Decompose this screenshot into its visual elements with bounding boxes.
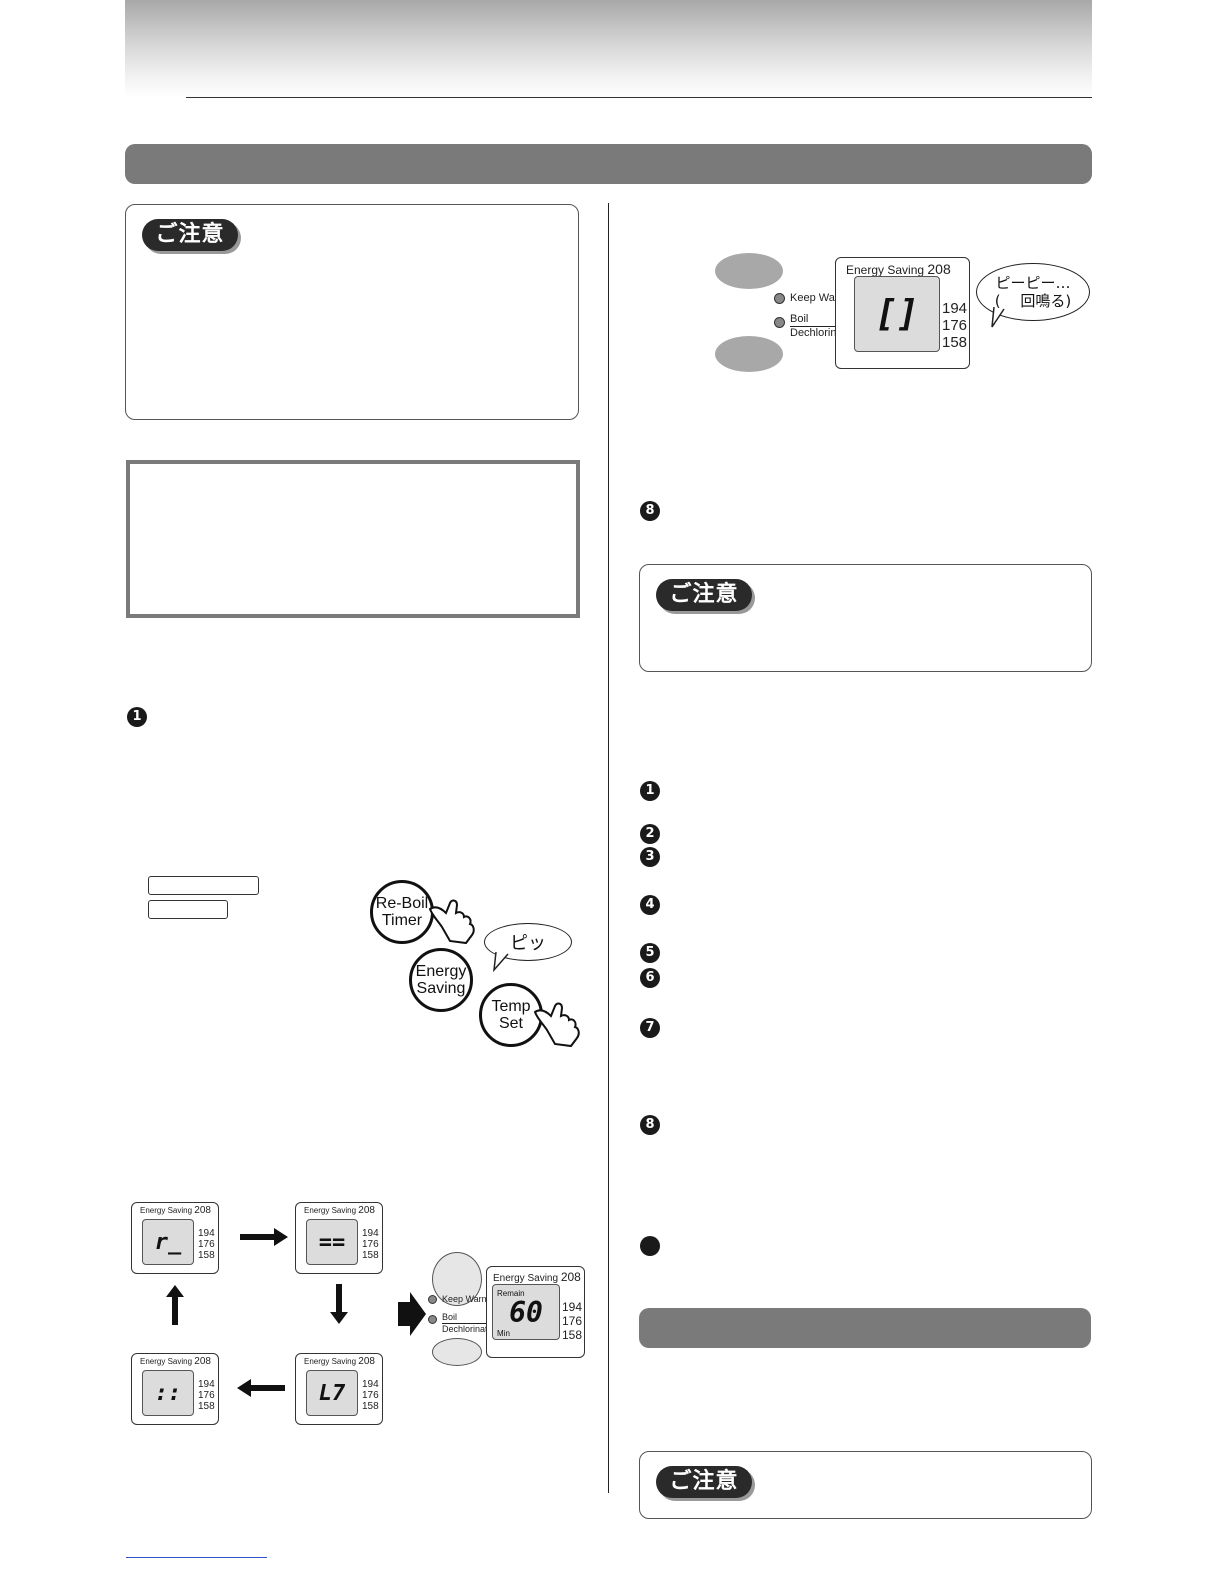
min-label: Min — [497, 1329, 510, 1338]
step-number-1: 1 — [127, 707, 147, 727]
section-heading-bar — [125, 144, 1092, 184]
speech-tail — [991, 307, 1005, 328]
timer-label: Timer — [381, 912, 423, 929]
lcd-screen: [] — [854, 276, 940, 352]
arrow-left-icon — [237, 1379, 285, 1397]
lcd-screen: :: — [142, 1370, 194, 1416]
step-number-1: 1 — [640, 781, 660, 801]
step-number-3: 3 — [640, 847, 660, 867]
caution-box-2: ご注意 — [639, 564, 1092, 672]
caution-box-3: ご注意 — [639, 1451, 1092, 1519]
lcd-title: Energy Saving 208 — [140, 1356, 211, 1367]
remain-label: Remain — [497, 1289, 525, 1298]
info-box — [126, 460, 580, 618]
saving-label: Saving — [416, 980, 466, 997]
led-icon — [428, 1294, 437, 1304]
label-pill-2 — [148, 900, 228, 919]
step-number-4: 4 — [640, 895, 660, 915]
temp-set-button[interactable]: Temp Set — [479, 983, 543, 1047]
step-number-8: 8 — [640, 501, 660, 521]
caution-box-1: ご注意 — [125, 204, 579, 420]
temp-label: Temp — [491, 998, 531, 1015]
header-band — [125, 0, 1092, 98]
arrow-down-icon — [330, 1284, 348, 1324]
header-rule — [186, 97, 1092, 98]
indicator-bubble-keep-warm — [432, 1252, 482, 1306]
energy-label: Energy — [415, 963, 467, 980]
led-icon — [428, 1315, 437, 1324]
label-pill-1 — [148, 876, 259, 895]
lcd-screen: == — [306, 1219, 358, 1265]
hand-pointer-icon — [533, 1002, 580, 1048]
indicator-bubble-top — [715, 253, 783, 289]
keep-warm-indicator: Keep Warm — [428, 1294, 489, 1304]
reboil-timer-button[interactable]: Re-Boil Timer — [370, 880, 434, 944]
step-number-8: 8 — [640, 1115, 660, 1135]
step-number-2: 2 — [640, 824, 660, 844]
beep-text: ピッ — [510, 933, 546, 954]
beep-long-text-2: ( 回鳴る) — [994, 292, 1072, 310]
lcd-title: Energy Saving 208 — [140, 1205, 211, 1216]
beep-long-text-1: ピーピー… — [995, 274, 1071, 292]
reboil-label: Re-Boil — [375, 895, 429, 912]
keep-warm-indicator: Keep Warm — [774, 292, 848, 304]
lcd-title: Energy Saving 208 — [304, 1205, 375, 1216]
indicator-bubble-bottom — [715, 336, 783, 372]
speech-tail — [493, 952, 509, 972]
lcd-title: Energy Saving 208 — [846, 261, 951, 277]
led-icon — [774, 317, 785, 328]
lcd-title: Energy Saving 208 — [493, 1270, 581, 1284]
step-bullet — [640, 1236, 660, 1256]
step-number-5: 5 — [640, 943, 660, 963]
caution-badge: ご注意 — [656, 579, 752, 611]
arrow-thick-right-icon — [398, 1292, 426, 1336]
set-label: Set — [498, 1015, 523, 1032]
caution-badge: ご注意 — [656, 1466, 752, 1498]
footer-link-underline — [126, 1557, 267, 1558]
lcd-screen: 60 — [492, 1284, 560, 1340]
section-heading-bar-2 — [639, 1308, 1091, 1348]
arrow-up-icon — [166, 1285, 184, 1325]
hand-pointer-icon — [428, 899, 475, 945]
caution-badge: ご注意 — [142, 219, 238, 251]
column-divider — [608, 203, 609, 1493]
lcd-screen: L7 — [306, 1370, 358, 1416]
led-icon — [774, 292, 785, 304]
arrow-right-icon — [240, 1228, 288, 1246]
step-number-7: 7 — [640, 1018, 660, 1038]
step-number-6: 6 — [640, 968, 660, 988]
lcd-title: Energy Saving 208 — [304, 1356, 375, 1367]
lcd-screen: r_ — [142, 1219, 194, 1265]
energy-saving-button[interactable]: Energy Saving — [409, 948, 473, 1012]
indicator-bubble-boil — [432, 1338, 482, 1366]
